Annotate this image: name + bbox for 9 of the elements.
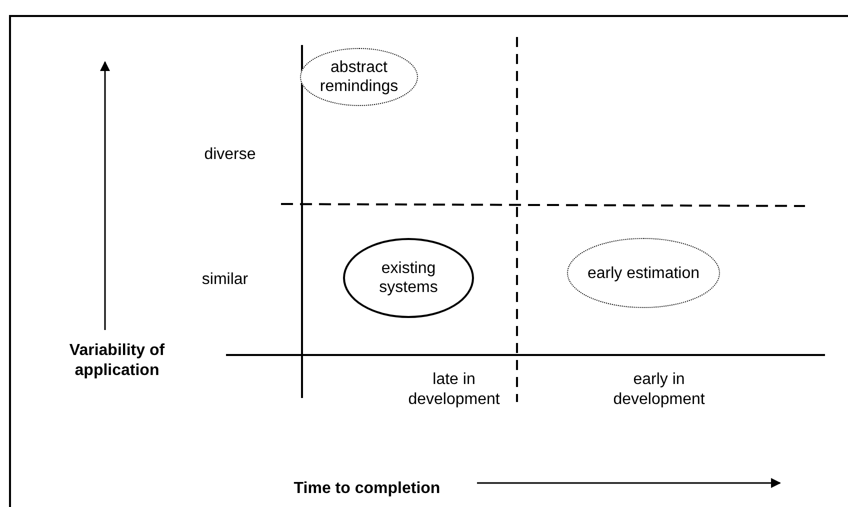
axis-label: similar: [200, 270, 250, 290]
axis-label: late in development: [407, 370, 501, 410]
node-label: early estimation: [586, 264, 701, 282]
axis-label: diverse: [203, 145, 257, 165]
node-label: abstract remindings: [318, 58, 400, 96]
axis-label: early in development: [612, 370, 706, 410]
axis-label: Variability of application: [68, 341, 166, 381]
node-label: existing systems: [378, 259, 439, 297]
axis-label: Time to completion: [292, 479, 442, 499]
